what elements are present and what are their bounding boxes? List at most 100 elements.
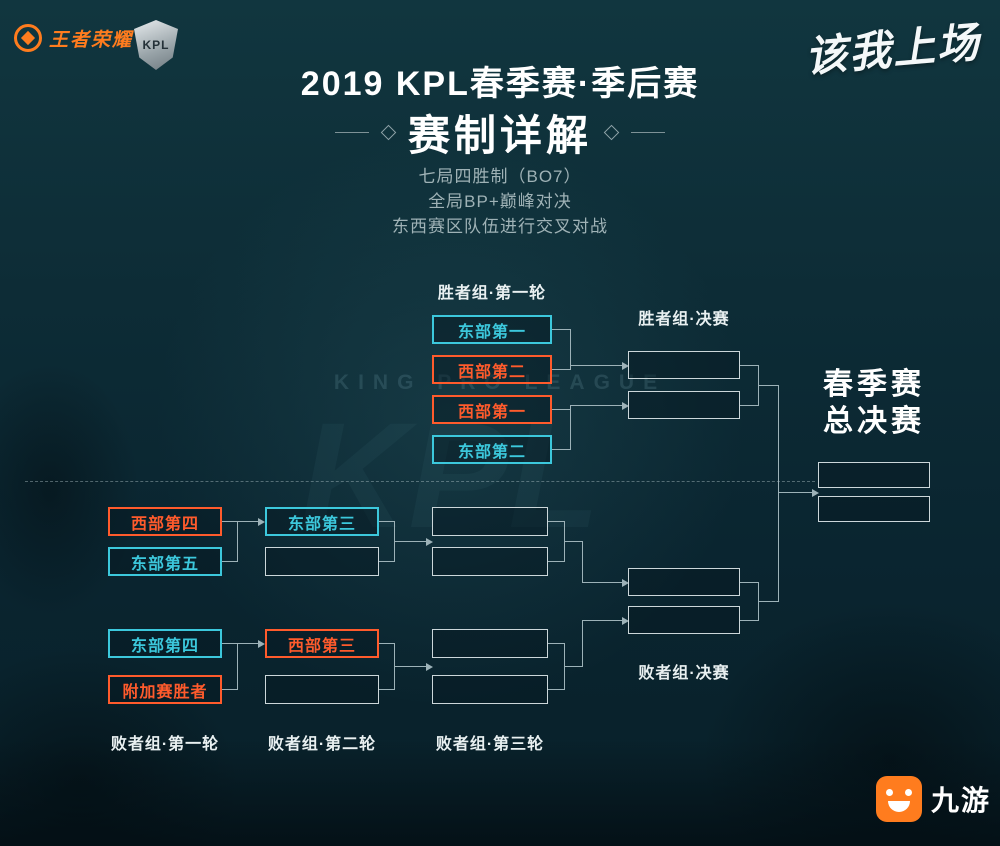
winners-r1-slot-east2: 东部第二: [432, 435, 552, 464]
losers-r2-slot-tbd-2: [265, 675, 379, 704]
connector: [758, 601, 779, 602]
winners-r1-slot-west1: 西部第一: [432, 395, 552, 424]
honor-of-kings-wordmark: 王者荣耀: [49, 29, 134, 51]
arrowhead-icon: [812, 489, 819, 497]
connector: [582, 620, 622, 621]
watermark-glow: [130, 110, 770, 730]
connector: [548, 561, 565, 562]
connector: [582, 541, 583, 583]
connector: [582, 582, 622, 583]
grand-final-label-line1: 春季赛: [823, 368, 925, 401]
connector: [758, 385, 779, 386]
9game-wordmark: 九游: [931, 785, 992, 816]
connector: [778, 492, 812, 493]
losers-r2-slot-east3: 东部第三: [265, 507, 379, 536]
grand-final-label: 春季赛 总决赛: [784, 366, 964, 440]
connector: [548, 521, 565, 522]
connector: [394, 666, 426, 667]
smiley-mouth: [888, 801, 910, 812]
connector: [740, 582, 758, 583]
connector: [379, 689, 395, 690]
losers-r3-slot-1: [432, 507, 548, 536]
losers-final-slot-2: [628, 606, 740, 634]
subtitle: 赛制详解: [407, 112, 592, 159]
ornament-line-right: [631, 132, 665, 133]
9game-smiley-icon: [876, 776, 922, 822]
kpl-wordmark: KPL: [142, 38, 170, 52]
losers-r3-slot-2: [432, 547, 548, 576]
watermark-kpl-monogram: KPL: [300, 391, 600, 559]
losers-final-slot-1: [628, 568, 740, 596]
ornament-line-left: [334, 132, 369, 133]
winners-final-slot-1: [628, 351, 740, 379]
connector: [222, 561, 238, 562]
smiley-eye-left: [886, 789, 893, 796]
arrowhead-icon: [426, 663, 433, 671]
connector: [740, 405, 758, 406]
losers-final-label: 败者组·决赛: [638, 665, 730, 682]
bottom-fade: [0, 740, 1000, 846]
connector: [778, 385, 779, 602]
upper-lower-bracket-divider: [25, 481, 815, 482]
connector: [379, 643, 395, 644]
connector: [564, 541, 583, 542]
winners-final-slot-2: [628, 391, 740, 419]
connector: [552, 369, 570, 370]
ornament-diamond-left: [380, 124, 397, 141]
kpl-shield-icon: KPL: [134, 20, 178, 70]
left-edge-texture: [0, 360, 140, 620]
winners-r1-slot-west2: 西部第二: [432, 355, 552, 384]
grand-final-slot-1: [818, 462, 930, 488]
9game-logo: 九游: [876, 776, 991, 822]
connector: [552, 449, 570, 450]
connector: [379, 521, 395, 522]
connector: [570, 405, 622, 406]
connector: [379, 561, 395, 562]
losers-r3-slot-3: [432, 629, 548, 658]
connector: [570, 365, 622, 366]
honor-of-kings-logo: 王者荣耀: [14, 24, 133, 52]
losers-r1-slot-east5: 东部第五: [108, 547, 222, 576]
connector: [564, 666, 583, 667]
connector: [222, 521, 258, 522]
connector: [548, 689, 565, 690]
winners-round1-label: 胜者组·第一轮: [437, 285, 547, 302]
rule-line-3: 东西赛区队伍进行交叉对战: [392, 217, 608, 236]
ornament-diamond-right: [603, 124, 620, 141]
kpl-logo: KPL: [134, 20, 178, 70]
losers-r3-slot-4: [432, 675, 548, 704]
connector: [582, 620, 583, 667]
honor-of-kings-icon: [14, 24, 42, 52]
losers-r1-slot-east4: 东部第四: [108, 629, 222, 658]
arrowhead-icon: [622, 617, 629, 625]
grand-final-label-line2: 总决赛: [823, 405, 925, 438]
losers-r2-slot-west3: 西部第三: [265, 629, 379, 658]
winners-r1-slot-east1: 东部第一: [432, 315, 552, 344]
arrowhead-icon: [426, 538, 433, 546]
arrowhead-icon: [622, 402, 629, 410]
connector: [552, 329, 570, 330]
losers-round2-label: 败者组·第二轮: [267, 736, 377, 753]
connector: [548, 643, 565, 644]
connector: [740, 620, 758, 621]
subtitle-row: 赛制详解: [0, 102, 1000, 163]
grand-final-slot-2: [818, 496, 930, 522]
losers-r1-slot-west4: 西部第四: [108, 507, 222, 536]
connector: [222, 643, 258, 644]
arrowhead-icon: [258, 640, 265, 648]
connector: [570, 329, 571, 370]
connector: [570, 405, 571, 450]
losers-r1-slot-playin-winner: 附加赛胜者: [108, 675, 222, 704]
losers-r2-slot-tbd-1: [265, 547, 379, 576]
connector: [740, 365, 758, 366]
winners-final-label: 胜者组·决赛: [638, 311, 730, 328]
connector: [222, 689, 238, 690]
arrowhead-icon: [622, 579, 629, 587]
connector: [394, 541, 426, 542]
main-title: 2019 KPL春季赛·季后赛: [300, 65, 700, 103]
connector: [237, 521, 238, 562]
rule-line-2: 全局BP+巅峰对决: [428, 192, 572, 211]
connector: [552, 409, 570, 410]
connector: [237, 643, 238, 690]
